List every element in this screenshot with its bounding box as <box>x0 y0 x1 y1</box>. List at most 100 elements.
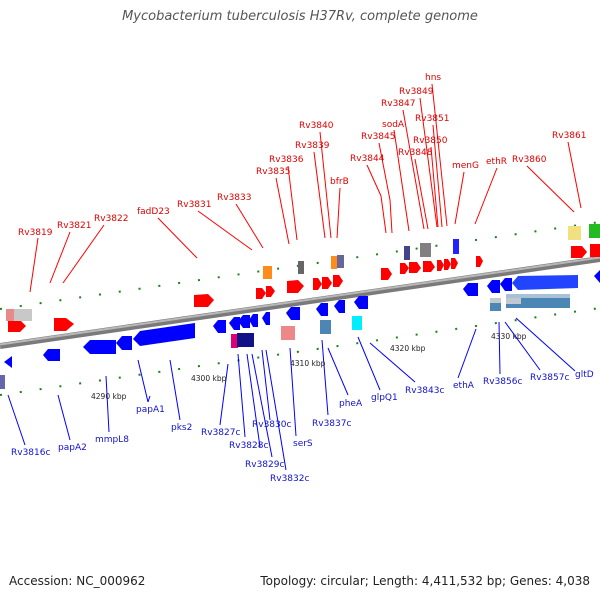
gene-feature <box>409 262 421 273</box>
gene-feature <box>354 296 368 309</box>
reverse-gene-labels: Rv3816c papA2 mmpL8 papA1 pks2 Rv3827c R… <box>11 370 594 484</box>
gene-label: sodA <box>382 120 405 130</box>
gene-label: pheA <box>339 399 363 409</box>
gene-label: bfrB <box>330 177 349 187</box>
gene-feature <box>506 294 570 298</box>
gene-feature <box>238 315 250 328</box>
gene-feature <box>133 323 195 346</box>
gene-feature <box>444 259 451 270</box>
gene-feature <box>4 356 12 368</box>
gene-label: Rv3821 <box>57 221 91 231</box>
gene-feature <box>263 266 272 279</box>
map-title: Mycobacterium tuberculosis H37Rv, comple… <box>122 9 478 24</box>
gene-feature <box>333 275 343 287</box>
gene-feature <box>404 246 410 260</box>
kbp-label: 4320 kbp <box>390 344 426 353</box>
kbp-label: 4290 kbp <box>91 392 127 401</box>
gene-label: Rv3843c <box>405 386 444 396</box>
gene-feature <box>316 303 328 316</box>
gene-feature <box>589 224 600 238</box>
gene-label: gltD <box>575 370 594 380</box>
gene-feature <box>423 261 435 272</box>
gene-feature <box>6 309 14 321</box>
gene-feature <box>322 277 332 289</box>
gene-label: Rv3837c <box>312 419 351 429</box>
gene-feature <box>266 286 275 297</box>
forward-leader-lines <box>29 83 582 293</box>
gene-label: fadD23 <box>137 207 170 217</box>
gene-feature <box>568 226 581 240</box>
gene-feature <box>420 243 431 257</box>
accession-text: Accession: NC_000962 <box>9 574 146 588</box>
gene-feature <box>337 255 344 268</box>
kbp-label: 4310 kbp <box>290 359 326 368</box>
gene-feature <box>43 349 60 361</box>
gene-feature <box>476 256 483 267</box>
gene-feature <box>262 312 270 325</box>
gene-label: Rv3857c <box>530 373 569 383</box>
gene-label: Rv3856c <box>483 377 522 387</box>
gene-feature <box>8 320 26 332</box>
gene-label: hns <box>425 73 441 83</box>
gene-feature <box>287 280 304 293</box>
gene-feature <box>453 239 459 254</box>
gene-feature <box>194 294 214 307</box>
gene-label: pks2 <box>171 423 192 433</box>
gene-label: Rv3840 <box>299 121 334 131</box>
gene-feature <box>590 244 600 257</box>
gene-label: Rv3845 <box>361 132 395 142</box>
kbp-label: 4300 kbp <box>191 374 227 383</box>
gene-label: Rv3850 <box>413 136 448 146</box>
forward-strand-genes <box>6 224 600 332</box>
gene-feature <box>512 275 578 290</box>
gene-feature <box>116 336 132 350</box>
gene-feature <box>213 320 226 333</box>
gene-label: Rv3847 <box>381 99 415 109</box>
gene-label: Rv3849 <box>399 87 434 97</box>
gene-label: Rv3827c <box>201 428 240 438</box>
gene-feature <box>320 320 331 334</box>
gene-label: Rv3832c <box>270 474 309 484</box>
gene-label: Rv3830c <box>252 420 291 430</box>
gene-feature <box>463 283 478 296</box>
gene-feature <box>437 260 444 271</box>
kbp-marks: 4290 kbp 4300 kbp 4310 kbp 4320 kbp 4330… <box>91 332 527 401</box>
gene-feature <box>54 318 74 331</box>
gene-label: Rv3833 <box>217 193 251 203</box>
gene-label: mmpL8 <box>95 435 129 445</box>
gene-label: Rv3851 <box>415 114 449 124</box>
gene-label: Rv3822 <box>94 214 128 224</box>
gene-feature <box>500 278 512 291</box>
gene-feature <box>571 246 587 258</box>
gene-feature <box>249 314 258 327</box>
gene-feature <box>334 300 345 313</box>
gene-feature <box>229 317 240 330</box>
gene-label: menG <box>452 161 479 171</box>
gene-feature <box>490 298 501 311</box>
gene-feature <box>83 340 116 354</box>
gene-label: papA2 <box>58 443 87 453</box>
gene-feature <box>490 298 501 303</box>
genome-axis <box>0 256 600 349</box>
gene-feature <box>281 326 295 340</box>
gene-label: Rv3861 <box>552 131 586 141</box>
gene-label: Rv3835 <box>256 167 290 177</box>
gene-feature <box>331 256 337 269</box>
gene-label: Rv3828c <box>229 441 268 451</box>
gene-label: Rv3819 <box>18 228 53 238</box>
gene-label: Rv3860 <box>512 155 547 165</box>
gene-feature <box>594 270 600 283</box>
gene-feature <box>298 261 304 274</box>
gene-label: Rv3844 <box>350 154 385 164</box>
gene-label: ethA <box>453 381 475 391</box>
reverse-leader-lines <box>7 317 576 471</box>
gene-feature <box>231 334 238 348</box>
gene-label: Rv3831 <box>177 200 211 210</box>
gene-label: Rv3848 <box>398 148 433 158</box>
gene-label: serS <box>293 439 313 449</box>
gene-feature <box>0 375 5 389</box>
gene-feature <box>506 298 521 304</box>
gene-label: glpQ1 <box>371 393 398 403</box>
gene-label: papA1 <box>136 405 165 415</box>
